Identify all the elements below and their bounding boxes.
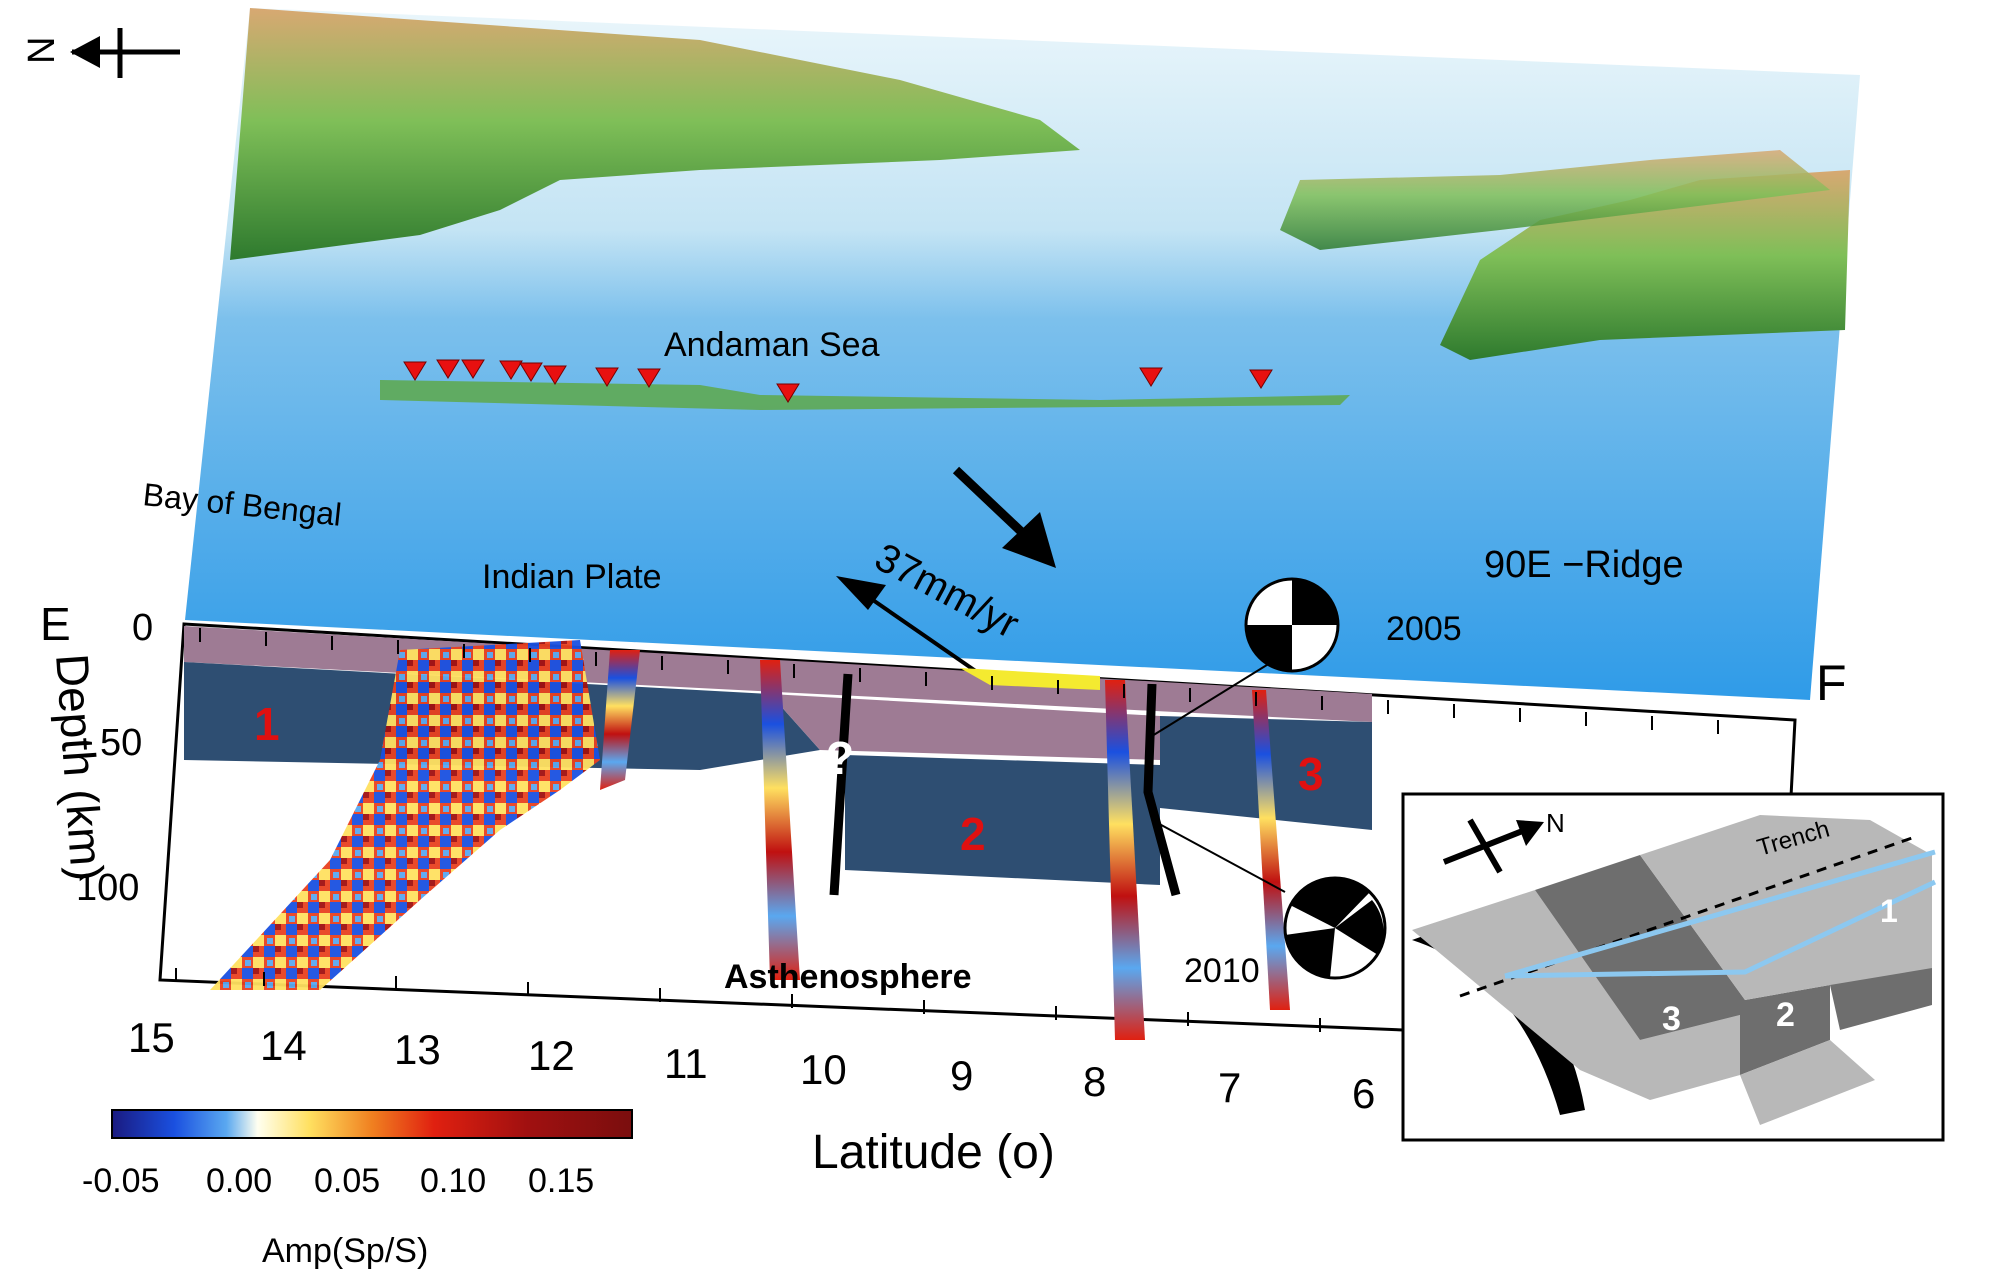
trench-sediment — [960, 668, 1100, 690]
station-marker — [543, 365, 567, 385]
colorbar-label: Amp(Sp/S) — [262, 1232, 428, 1270]
myanmar-landmass — [230, 8, 1080, 260]
compass-rose: N — [21, 28, 180, 78]
lat-tick-15: 15 — [128, 1014, 175, 1061]
segment-label-2: 2 — [960, 808, 986, 860]
segment-label-1: 1 — [254, 698, 280, 750]
colorbar-tick: -0.05 — [82, 1162, 160, 1200]
block-2-front — [1740, 1040, 1875, 1125]
lat-tick-11: 11 — [664, 1040, 708, 1087]
station-marker — [1249, 369, 1273, 389]
segment-boundary-east — [1143, 683, 1181, 897]
inset-segment-2: 2 — [1776, 996, 1795, 1034]
station-marker — [595, 367, 619, 387]
lat-tick-14: 14 — [260, 1022, 307, 1069]
slab-contour — [1504, 879, 1937, 979]
rf-bin-strip — [1105, 680, 1145, 1040]
label-andaman-sea: Andaman Sea — [664, 326, 880, 364]
colorbar-tick: 0.15 — [528, 1162, 594, 1200]
colorbar-tick: 0.10 — [420, 1162, 486, 1200]
inset-segment-3: 3 — [1662, 1000, 1681, 1038]
depth-tick-0: 0 — [132, 607, 153, 649]
beachball-2005 — [1151, 577, 1340, 737]
convergence-arrow — [952, 466, 1056, 568]
colorbar-tick: 0.05 — [314, 1162, 380, 1200]
depth-axis-label: Depth (km) — [46, 652, 114, 883]
section-end-label: F — [1816, 655, 1847, 711]
station-marker — [461, 359, 485, 379]
rf-bin-strip — [600, 650, 640, 790]
block-1-side — [1830, 968, 1932, 1030]
seismic-stations — [403, 359, 1273, 403]
station-marker — [1139, 367, 1163, 387]
lat-tick-8: 8 — [1083, 1058, 1106, 1105]
segment-boundary-west — [829, 673, 853, 896]
sumatra-landmass — [1280, 150, 1830, 250]
lat-tick-10: 10 — [800, 1046, 847, 1093]
velocity-arrow — [836, 576, 992, 683]
inset-compass: N — [1442, 808, 1565, 874]
block-3 — [1412, 890, 1740, 1100]
lat-axis-label: Latitude (o) — [812, 1126, 1055, 1179]
station-marker — [519, 362, 543, 382]
receiver-function-bins — [210, 640, 1290, 1040]
inset-segment-1: 1 — [1880, 893, 1898, 929]
lat-tick-9: 9 — [950, 1052, 973, 1099]
inset-compass-n: N — [1546, 808, 1565, 838]
terrain-map: Andaman Sea Bay of Bengal Indian Plate 9… — [21, 8, 1860, 700]
crust-middle — [770, 694, 1160, 760]
station-marker — [436, 359, 460, 379]
lat-tick-marks — [175, 628, 1719, 1032]
lat-tick-13: 13 — [394, 1026, 441, 1073]
colorbar: -0.05 0.00 0.05 0.10 0.15 Amp(Sp/S) — [82, 1109, 633, 1270]
depth-tick-100: 100 — [76, 867, 139, 909]
lat-tick-7: 7 — [1218, 1064, 1241, 1111]
question-mark: ? — [826, 732, 854, 784]
trench-trace — [1504, 849, 1936, 979]
colorbar-tick: 0.00 — [206, 1162, 272, 1200]
depth-tick-50: 50 — [100, 722, 142, 764]
mantle-lid-middle — [845, 755, 1160, 885]
rf-bin-strip — [760, 660, 800, 980]
block-2 — [1535, 855, 1830, 1075]
island-arc — [380, 380, 1350, 410]
asthenosphere-label: Asthenosphere — [724, 958, 972, 996]
colorbar-gradient — [111, 1109, 633, 1139]
label-indian-plate: Indian Plate — [482, 558, 662, 596]
cross-section: E F Depth (km) 0 50 100 15 14 13 12 11 1… — [40, 577, 1847, 1179]
station-marker — [637, 368, 661, 388]
station-marker — [403, 361, 427, 381]
section-start-label: E — [40, 598, 71, 650]
compass-n-label: N — [21, 37, 63, 64]
station-marker — [776, 383, 800, 403]
lat-tick-6: 6 — [1352, 1070, 1375, 1117]
rf-bin-strip — [1252, 690, 1290, 1010]
event-2005-label: 2005 — [1386, 610, 1462, 648]
inset-diagram: N Trench 1 2 3 — [1401, 792, 1945, 1142]
segment-label-3: 3 — [1298, 748, 1324, 800]
rf-bin-cluster — [210, 640, 600, 990]
block-1 — [1640, 815, 1932, 1000]
event-2010-label: 2010 — [1184, 952, 1260, 990]
lat-tick-12: 12 — [528, 1032, 575, 1079]
label-90e-ridge: 90E −Ridge — [1484, 544, 1684, 586]
beachball-2010 — [1151, 819, 1387, 980]
malay-landmass — [1440, 170, 1850, 360]
station-marker — [499, 360, 523, 380]
